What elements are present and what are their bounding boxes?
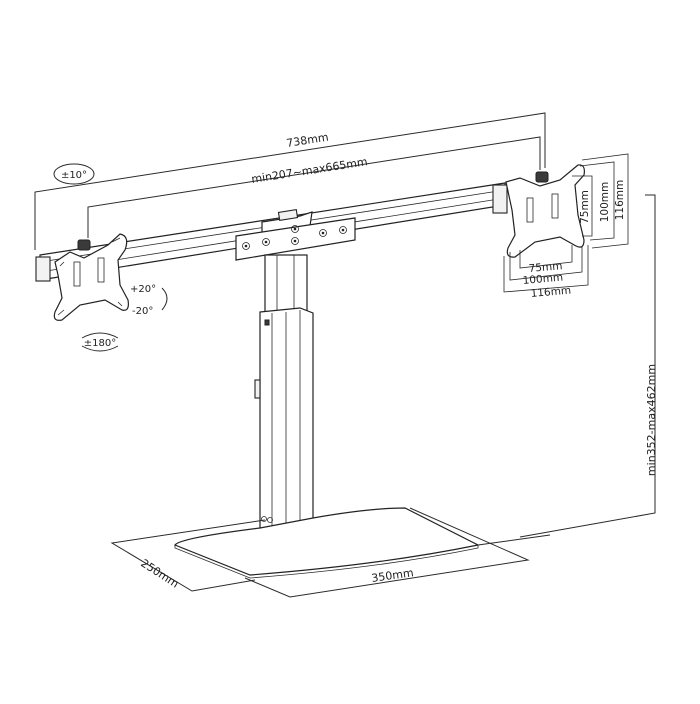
vesa-vertical-dimensions: 75mm 100mm 116mm — [572, 153, 629, 249]
left-vesa-plate — [35, 233, 129, 321]
arm-span-label: min207~max665mm — [250, 155, 368, 186]
column-lower — [254, 307, 314, 533]
height-label: min352-max462mm — [645, 364, 658, 476]
swivel-angle-badge: ±10° — [53, 163, 95, 185]
vesa-h-100-label: 100mm — [522, 272, 563, 287]
vesa-h-116-label: 116mm — [530, 285, 571, 300]
tilt-down-label: -20° — [132, 306, 153, 317]
base-width-label: 350mm — [371, 566, 415, 585]
base-plate — [174, 507, 480, 579]
overall-width-dimension: 738mm — [34, 112, 546, 250]
column-upper — [264, 254, 308, 316]
base-depth-label: 250mm — [138, 557, 181, 591]
rotation-angle-badge: ±180° — [81, 332, 119, 352]
swivel-angle-label: ±10° — [61, 170, 87, 181]
tilt-angle-annotation: +20° -20° — [130, 284, 168, 317]
center-clamp — [235, 209, 356, 261]
vesa-h-75-label: 75mm — [528, 260, 563, 275]
rotation-angle-label: ±180° — [84, 338, 116, 349]
tilt-up-label: +20° — [130, 284, 156, 295]
base-width-dimension: 350mm — [244, 507, 551, 598]
vesa-v-75-label: 75mm — [579, 190, 591, 224]
right-vesa-plate — [492, 164, 585, 258]
vesa-v-100-label: 100mm — [599, 182, 611, 223]
vesa-horizontal-dimensions: 75mm 100mm 116mm — [503, 245, 589, 300]
overall-width-label: 738mm — [285, 131, 329, 150]
height-dimension: min352-max462mm — [519, 194, 658, 538]
vesa-v-116-label: 116mm — [614, 180, 626, 221]
